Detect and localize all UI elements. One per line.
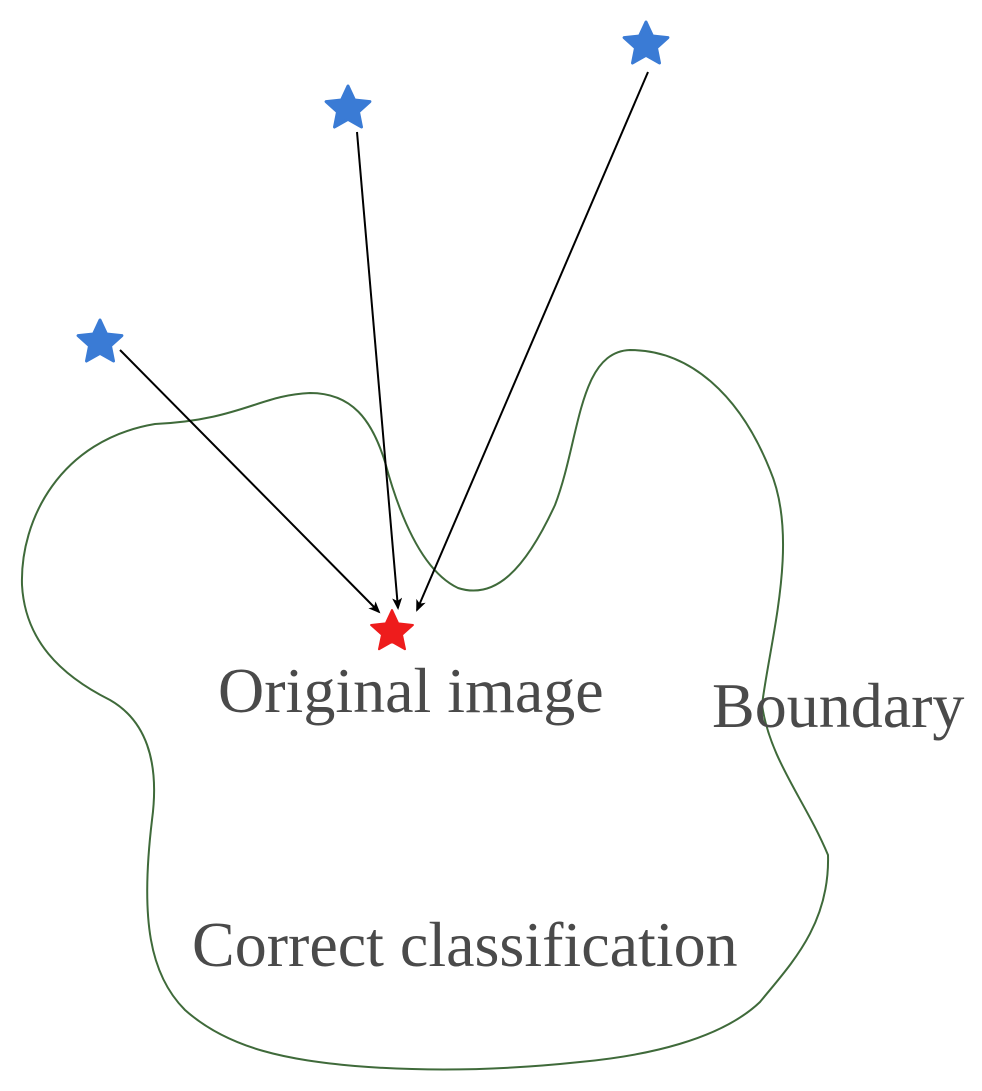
original-image-label: Original image xyxy=(218,655,604,726)
boundary-label: Boundary xyxy=(712,670,964,741)
red-star-icon xyxy=(370,609,414,651)
decision-boundary xyxy=(20,348,830,1071)
correct-classification-label: Correct classification xyxy=(192,909,738,980)
blue-star-icon xyxy=(324,84,372,129)
arrow-right xyxy=(416,71,649,612)
blue-star-icon xyxy=(76,318,124,363)
arrow-middle xyxy=(356,131,403,610)
arrow-left xyxy=(119,349,381,614)
blue-star-icon xyxy=(622,20,670,65)
